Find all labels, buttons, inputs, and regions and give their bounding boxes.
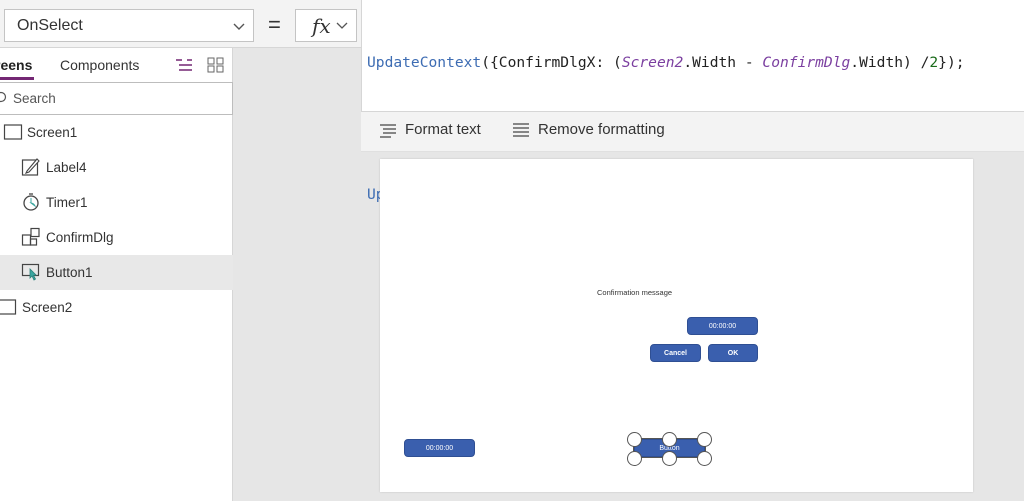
group-icon bbox=[21, 227, 40, 246]
label-icon bbox=[21, 158, 40, 176]
active-tab-indicator bbox=[0, 77, 34, 80]
tree-item-label4[interactable]: Label4 bbox=[0, 150, 233, 185]
cancel-button[interactable]: Cancel bbox=[650, 344, 701, 362]
chevron-down-icon bbox=[233, 23, 245, 30]
remove-formatting-icon bbox=[513, 122, 529, 137]
resize-handle-top[interactable] bbox=[662, 432, 677, 447]
panel-tabs: reens Components bbox=[0, 48, 232, 82]
resize-handle-top-right[interactable] bbox=[697, 432, 712, 447]
screen-icon bbox=[0, 299, 17, 315]
equals-sign: = bbox=[268, 12, 281, 37]
fx-button[interactable]: fx bbox=[295, 9, 357, 42]
tree-item-label: Timer1 bbox=[46, 195, 88, 210]
app-canvas: Confirmation message 00:00:00 Cancel OK … bbox=[380, 159, 973, 492]
format-text-button[interactable]: Format text bbox=[379, 121, 481, 138]
tree-item-label: ConfirmDlg bbox=[46, 230, 114, 245]
property-dropdown[interactable]: OnSelect bbox=[4, 9, 254, 42]
tree-item-timer1[interactable]: Timer1 bbox=[0, 185, 233, 220]
formula-token: 2 bbox=[929, 54, 939, 71]
tree-item-screen2[interactable]: Screen2 bbox=[0, 290, 233, 325]
tree-item-label: Screen1 bbox=[27, 125, 78, 140]
formula-token: .Width) / bbox=[850, 54, 930, 71]
tree-item-label: Button1 bbox=[46, 265, 93, 280]
remove-formatting-button[interactable]: Remove formatting bbox=[512, 121, 665, 138]
resize-handle-bottom[interactable] bbox=[662, 451, 677, 466]
confirmation-message-label[interactable]: Confirmation message bbox=[597, 288, 673, 297]
tab-screens[interactable]: reens bbox=[0, 57, 33, 73]
formula-bar-left: OnSelect = fx bbox=[0, 0, 362, 48]
remove-formatting-label: Remove formatting bbox=[538, 121, 665, 138]
format-text-label: Format text bbox=[405, 121, 481, 138]
resize-handle-bottom-left[interactable] bbox=[627, 451, 642, 466]
tree-view-panel: reens Components Search Screen1 Label4 T… bbox=[0, 48, 233, 501]
formula-token: Screen2 bbox=[621, 54, 684, 71]
timer-icon bbox=[23, 193, 39, 211]
tab-components[interactable]: Components bbox=[60, 57, 140, 73]
tree-item-confirmdlg[interactable]: ConfirmDlg bbox=[0, 220, 233, 255]
button-icon bbox=[21, 263, 40, 281]
tree-view-icon[interactable] bbox=[174, 56, 194, 74]
screen-icon bbox=[3, 124, 23, 140]
tree-item-label: Label4 bbox=[46, 160, 87, 175]
formula-token: ConfirmDlg bbox=[762, 54, 851, 71]
search-input[interactable]: Search bbox=[0, 82, 233, 115]
resize-handle-top-left[interactable] bbox=[627, 432, 642, 447]
format-text-icon bbox=[380, 123, 396, 138]
formula-token: ({ConfirmDlgX: ( bbox=[481, 54, 622, 71]
tree-item-button1[interactable]: Button1 bbox=[0, 255, 233, 290]
property-dropdown-value: OnSelect bbox=[17, 16, 83, 34]
thumbnail-view-icon[interactable] bbox=[206, 56, 226, 74]
fx-label: fx bbox=[312, 13, 331, 38]
formula-token: .Width - bbox=[683, 54, 763, 71]
search-placeholder: Search bbox=[13, 91, 56, 106]
ok-button[interactable]: OK bbox=[708, 344, 758, 362]
tree-list: Screen1 Label4 Timer1 ConfirmDlg Button1… bbox=[0, 115, 233, 325]
tree-item-screen1[interactable]: Screen1 bbox=[0, 115, 233, 150]
dialog-timer[interactable]: 00:00:00 bbox=[687, 317, 758, 335]
formula-editor[interactable]: UpdateContext({ConfirmDlgX: (Screen2.Wid… bbox=[361, 0, 1024, 203]
formula-line-1: UpdateContext({ConfirmDlgX: (Screen2.Wid… bbox=[367, 52, 1024, 74]
formula-token: }); bbox=[938, 54, 965, 71]
resize-handle-bottom-right[interactable] bbox=[697, 451, 712, 466]
timer1-control[interactable]: 00:00:00 bbox=[404, 439, 475, 457]
format-toolbar: Format text Remove formatting bbox=[361, 112, 1024, 152]
search-icon bbox=[0, 91, 7, 103]
formula-token: UpdateContext bbox=[367, 54, 482, 71]
chevron-down-icon bbox=[336, 22, 348, 29]
tree-item-label: Screen2 bbox=[22, 300, 73, 315]
